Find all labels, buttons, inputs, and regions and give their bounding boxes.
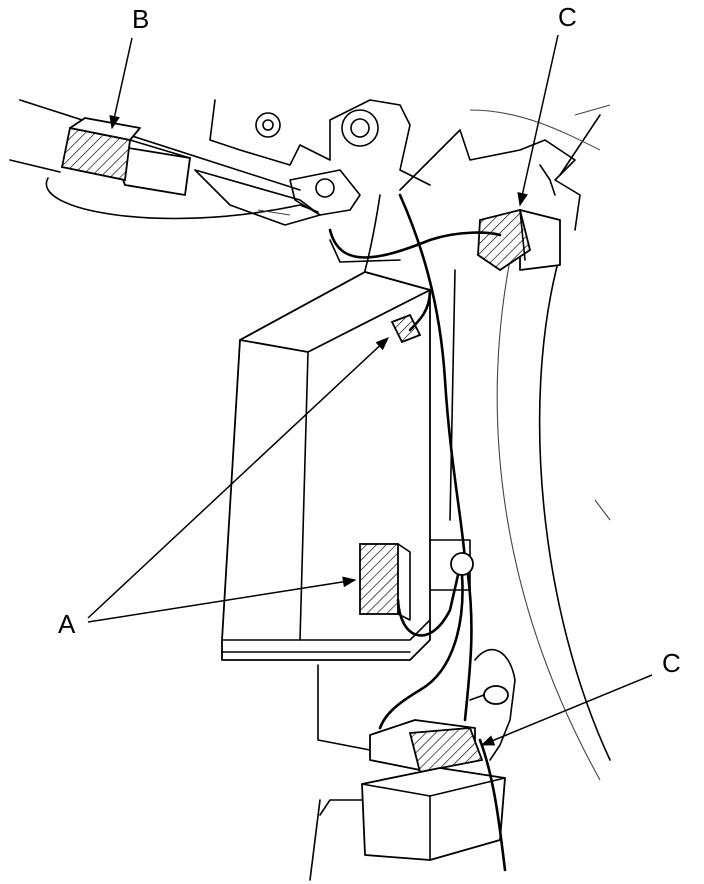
- control-unit: [221, 271, 471, 661]
- connector-c-upper: [477, 208, 561, 272]
- lower-bracket: [309, 648, 516, 881]
- wire-harness: [328, 193, 507, 872]
- callout-leaders: [87, 34, 653, 746]
- label-a: A: [58, 609, 76, 639]
- bottom-block: [319, 767, 506, 861]
- label-c-top: C: [558, 2, 577, 32]
- background-structure: [9, 99, 611, 781]
- connector-c-lower: [369, 719, 484, 774]
- connector-a-upper: [390, 313, 422, 344]
- label-c-bottom: C: [662, 648, 681, 678]
- label-b: B: [132, 4, 149, 34]
- connector-b: [60, 117, 191, 196]
- connector-a-lower: [359, 543, 411, 621]
